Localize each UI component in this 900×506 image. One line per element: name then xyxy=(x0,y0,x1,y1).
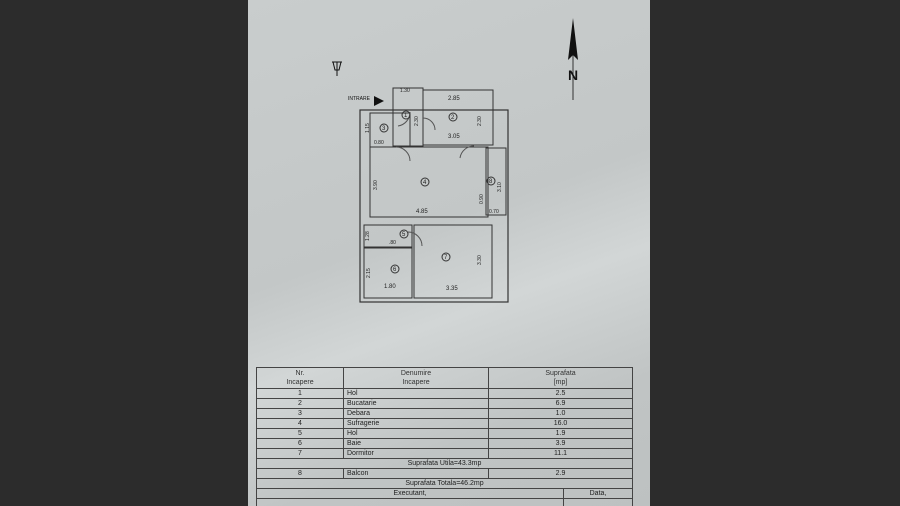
room-number: 4 xyxy=(256,418,344,429)
header-nr: Nr.Incapere xyxy=(256,367,344,389)
dimension-label: 3.35 xyxy=(446,286,458,292)
dimension-label: 4.85 xyxy=(416,209,428,215)
room-name: Dormitor xyxy=(343,448,489,459)
dimension-label: 1.15 xyxy=(365,123,371,133)
executant-row: Executant,Data, xyxy=(256,488,633,499)
dimension-label: 2.15 xyxy=(366,268,372,278)
pin-icon xyxy=(332,61,342,76)
room-number: 2 xyxy=(256,398,344,409)
room-name: Hol xyxy=(343,388,489,399)
grand-total-row: Suprafata Totala=46.2mp xyxy=(256,478,633,489)
room-number-label: 8 xyxy=(489,179,493,185)
cut-off-row xyxy=(256,498,633,506)
room-number: 6 xyxy=(256,438,344,449)
room-area: 1.0 xyxy=(488,408,633,419)
room-area: 3.9 xyxy=(488,438,633,449)
room-number-label: 6 xyxy=(393,267,397,273)
north-arrow: N xyxy=(568,18,578,100)
room-number: 8 xyxy=(256,468,344,479)
room-name: Baie xyxy=(343,438,489,449)
dimension-label: .80 xyxy=(389,240,396,246)
dimension-label: 0.80 xyxy=(374,140,384,146)
dimension-label: 1.28 xyxy=(365,231,371,241)
room-number-label: 2 xyxy=(451,115,455,121)
room-number-label: 7 xyxy=(444,255,448,261)
room-name: Hol xyxy=(343,428,489,439)
entrance-arrow-icon xyxy=(374,96,384,106)
dimension-label: 2.85 xyxy=(448,96,460,102)
room-name: Bucatarie xyxy=(343,398,489,409)
room-area: 2.5 xyxy=(488,388,633,399)
dimension-label: 2.30 xyxy=(414,116,420,126)
room-name: Debara xyxy=(343,408,489,419)
room-number-label: 5 xyxy=(402,232,406,238)
dimension-label: 1.30 xyxy=(400,88,410,94)
floor-plan-drawing: N INTRARE 1 2 3 4 5 6 7 8 1.30 2.85 2.30… xyxy=(332,18,578,303)
room-area: 11.1 xyxy=(488,448,633,459)
entrance-label: INTRARE xyxy=(348,96,371,102)
room-name: Sufragerie xyxy=(343,418,489,429)
room-name: Balcon xyxy=(343,468,489,479)
room-area: 1.9 xyxy=(488,428,633,439)
walls xyxy=(359,87,509,303)
plan-labels: 1 2 3 4 5 6 7 8 1.30 2.85 2.30 2.30 3.05… xyxy=(365,88,503,292)
room-area: 16.0 xyxy=(488,418,633,429)
header-area: Suprafata[mp] xyxy=(488,367,633,389)
dimension-label: 1.80 xyxy=(384,284,396,290)
north-label: N xyxy=(568,67,578,83)
dimension-label: 2.30 xyxy=(477,116,483,126)
useful-total-row: Suprafata Utila=43.3mp xyxy=(256,458,633,469)
dimension-label: 0.70 xyxy=(489,209,499,215)
room-number: 3 xyxy=(256,408,344,419)
dimension-label: 3.90 xyxy=(373,180,379,190)
floor-plan-document: N INTRARE 1 2 3 4 5 6 7 8 1.30 2.85 2.30… xyxy=(248,0,650,506)
dimension-label: 3.05 xyxy=(448,134,460,140)
room-area: 6.9 xyxy=(488,398,633,409)
room-number: 7 xyxy=(256,448,344,459)
room-number: 5 xyxy=(256,428,344,439)
room-area: 2.9 xyxy=(488,468,633,479)
room-number-label: 1 xyxy=(404,113,408,119)
room-number-label: 3 xyxy=(382,126,386,132)
dimension-label: 3.10 xyxy=(497,182,503,192)
room-number: 1 xyxy=(256,388,344,399)
dimension-label: 3.30 xyxy=(477,255,483,265)
dimension-label: 0.90 xyxy=(479,194,485,204)
room-number-label: 4 xyxy=(423,180,427,186)
